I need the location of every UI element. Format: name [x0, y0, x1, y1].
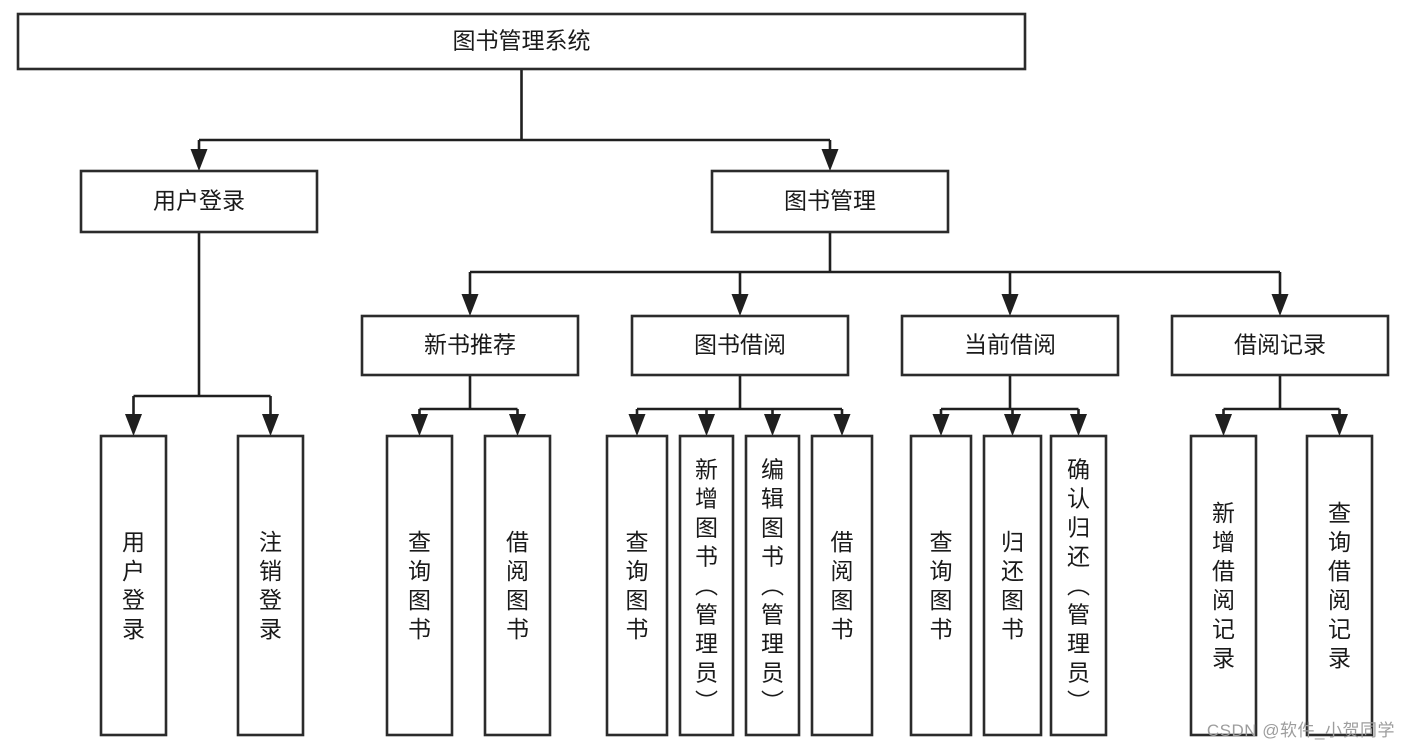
- leaf-user-login[interactable]: 用户登录: [99, 434, 168, 737]
- leaf-return-book[interactable]: 归还图书: [982, 434, 1043, 737]
- arrow-head-icon: [764, 414, 781, 436]
- leaf-user-login-label: 用户登录: [122, 529, 145, 642]
- leaf-return-book-box: [982, 434, 1043, 737]
- arrow-head-icon: [1004, 414, 1021, 436]
- node-current-borrow-box: [900, 314, 1120, 377]
- leaf-add-record[interactable]: 新增借阅记录: [1189, 434, 1258, 737]
- leaf-borrow-book-2-box: [810, 434, 874, 737]
- leaf-logout-label: 注销登录: [259, 529, 282, 642]
- arrow-head-icon: [190, 149, 208, 171]
- node-new-book-recommend[interactable]: 新书推荐: [360, 314, 580, 377]
- arrow-head-icon: [1331, 414, 1348, 436]
- node-borrow-record[interactable]: 借阅记录: [1170, 314, 1390, 377]
- leaf-borrow-book-1-box: [483, 434, 552, 737]
- leaf-query-book-1-box: [385, 434, 454, 737]
- node-current-borrow[interactable]: 当前借阅: [900, 314, 1120, 377]
- leaf-confirm-return-box: [1049, 434, 1108, 737]
- leaf-query-record-label: 查询借阅记录: [1328, 500, 1351, 671]
- node-root-label: 图书管理系统: [453, 28, 591, 54]
- leaf-query-record[interactable]: 查询借阅记录: [1305, 434, 1374, 737]
- node-new-book-recommend-label: 新书推荐: [424, 332, 516, 358]
- node-book-borrow-label: 图书借阅: [694, 332, 786, 358]
- arrow-head-icon: [1001, 294, 1019, 316]
- node-book-borrow[interactable]: 图书借阅: [630, 314, 850, 377]
- leaf-query-book-3[interactable]: 查询图书: [909, 434, 973, 737]
- arrow-head-icon: [262, 414, 279, 436]
- arrow-head-icon: [1215, 414, 1232, 436]
- node-root-box: [16, 12, 1027, 71]
- arrow-head-icon: [125, 414, 142, 436]
- node-user-login-label: 用户登录: [153, 188, 245, 214]
- connector-layer: [125, 69, 1348, 436]
- leaf-add-book[interactable]: 新增图书︵管理员︶: [678, 434, 735, 737]
- arrow-head-icon: [1070, 414, 1087, 436]
- leaf-borrow-book-1-label: 借阅图书: [506, 529, 529, 642]
- leaf-add-book-box: [678, 434, 735, 737]
- node-root[interactable]: 图书管理系统: [16, 12, 1027, 71]
- leaf-query-book-1[interactable]: 查询图书: [385, 434, 454, 737]
- leaf-confirm-return-label: 确认归还︵管理员︶: [1067, 457, 1090, 715]
- leaf-query-book-3-box: [909, 434, 973, 737]
- node-user-login-box: [79, 169, 319, 234]
- leaf-borrow-book-2[interactable]: 借阅图书: [810, 434, 874, 737]
- arrow-head-icon: [509, 414, 526, 436]
- leaf-borrow-book-1[interactable]: 借阅图书: [483, 434, 552, 737]
- leaf-user-login-box: [99, 434, 168, 737]
- node-new-book-recommend-box: [360, 314, 580, 377]
- leaf-query-book-2-box: [605, 434, 669, 737]
- leaf-edit-book[interactable]: 编辑图书︵管理员︶: [744, 434, 801, 737]
- leaf-confirm-return[interactable]: 确认归还︵管理员︶: [1049, 434, 1108, 737]
- arrow-head-icon: [932, 414, 950, 436]
- leaf-add-book-label: 新增图书︵管理员︶: [695, 457, 718, 715]
- leaf-query-book-2-label: 查询图书: [626, 529, 649, 642]
- arrow-head-icon: [833, 414, 851, 436]
- leaf-add-record-box: [1189, 434, 1258, 737]
- node-book-borrow-box: [630, 314, 850, 377]
- node-user-login[interactable]: 用户登录: [79, 169, 319, 234]
- leaf-edit-book-label: 编辑图书︵管理员︶: [761, 457, 784, 715]
- node-borrow-record-box: [1170, 314, 1390, 377]
- leaf-query-record-box: [1305, 434, 1374, 737]
- leaf-logout-box: [236, 434, 305, 737]
- leaf-query-book-1-label: 查询图书: [408, 529, 431, 642]
- leaf-logout[interactable]: 注销登录: [236, 434, 305, 737]
- arrow-head-icon: [411, 414, 428, 436]
- leaf-return-book-label: 归还图书: [1001, 529, 1024, 642]
- leaf-edit-book-box: [744, 434, 801, 737]
- node-book-manage-box: [710, 169, 950, 234]
- node-current-borrow-label: 当前借阅: [964, 332, 1056, 358]
- node-borrow-record-label: 借阅记录: [1234, 332, 1326, 358]
- leaf-query-book-2[interactable]: 查询图书: [605, 434, 669, 737]
- leaf-borrow-book-2-label: 借阅图书: [831, 529, 854, 642]
- node-book-manage[interactable]: 图书管理: [710, 169, 950, 234]
- arrow-head-icon: [461, 294, 479, 316]
- node-layer: 图书管理系统用户登录图书管理新书推荐图书借阅当前借阅借阅记录用户登录注销登录查询…: [16, 12, 1390, 737]
- arrow-head-icon: [1271, 294, 1289, 316]
- arrow-head-icon: [628, 414, 646, 436]
- arrow-head-icon: [698, 414, 715, 436]
- leaf-query-book-3-label: 查询图书: [930, 529, 953, 642]
- arrow-head-icon: [731, 294, 749, 316]
- leaf-add-record-label: 新增借阅记录: [1212, 500, 1235, 671]
- arrow-head-icon: [821, 149, 839, 171]
- node-book-manage-label: 图书管理: [784, 188, 876, 214]
